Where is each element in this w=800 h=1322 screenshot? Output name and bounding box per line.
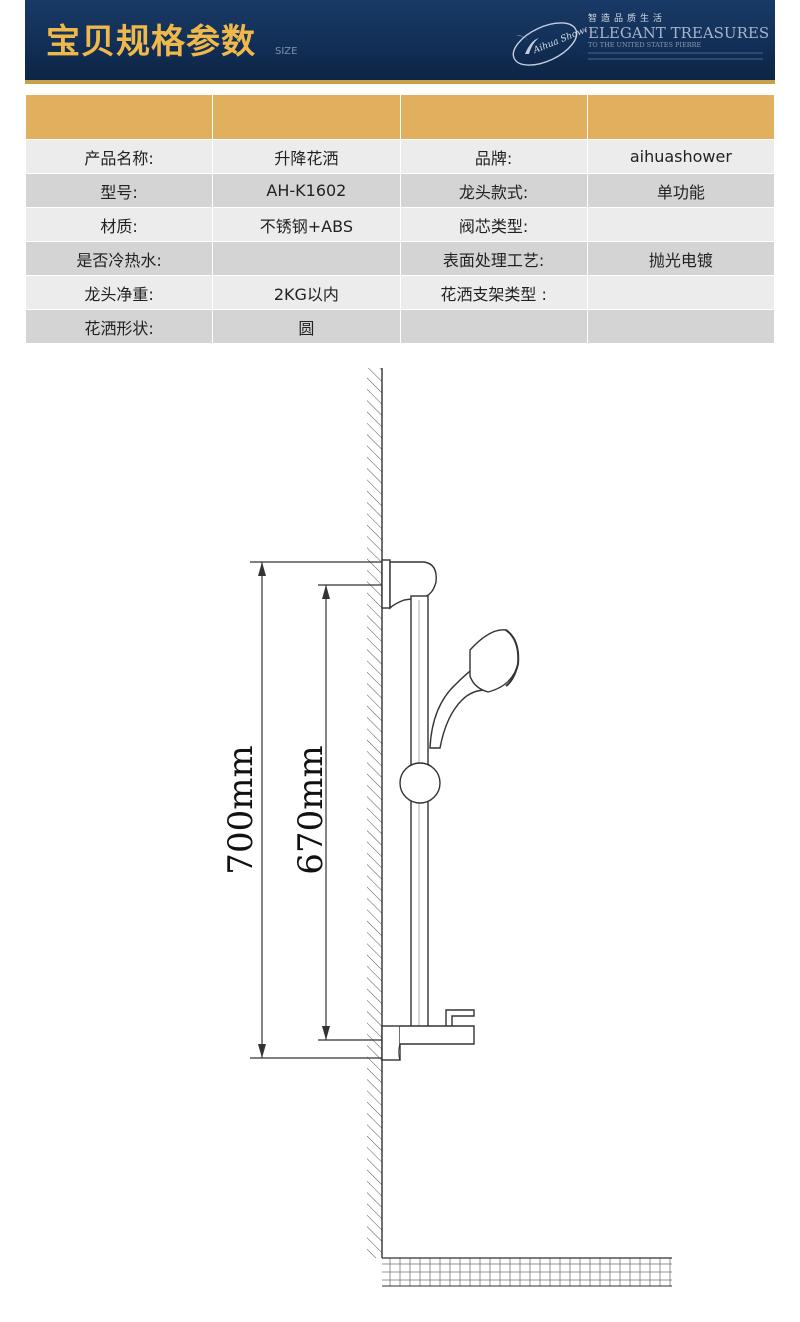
spec-value (586, 207, 776, 242)
spec-label: 型号: (24, 173, 214, 208)
dimension-lines (250, 561, 382, 1059)
spec-value (586, 275, 776, 310)
spec-value: 2KG以内 (212, 275, 401, 310)
spec-value (212, 241, 401, 276)
floor (382, 1257, 672, 1287)
spec-value: 圆 (212, 309, 401, 344)
page-title: 宝贝规格参数 (46, 22, 256, 62)
spec-value (586, 309, 776, 344)
spec-label (399, 309, 588, 344)
dimension-arrows (258, 562, 330, 1058)
slide-bar (410, 595, 429, 1031)
banner-underline (25, 80, 775, 84)
brand-slogan-sub: TO THE UNITED STATES PIERRE (588, 41, 702, 49)
spec-value: 抛光电镀 (586, 241, 776, 276)
table-row: 材质: 不锈钢+ABS 阀芯类型: (24, 207, 776, 242)
dimension-670-label: 670mm (291, 745, 331, 874)
spec-label: 是否冷热水: (24, 241, 214, 276)
spec-value: aihuashower (586, 139, 776, 174)
spec-value: 不锈钢+ABS (212, 207, 401, 242)
bottom-bracket (381, 1009, 475, 1061)
spec-label: 材质: (24, 207, 214, 242)
brand-slogan-en: ELEGANT TREASURES (588, 24, 770, 42)
spec-value: 升降花洒 (212, 139, 401, 174)
spec-label: 品牌: (399, 139, 588, 174)
spec-label: 产品名称: (24, 139, 214, 174)
spec-table: 产品名称: 升降花洒 品牌: aihuashower 型号: AH-K1602 … (24, 94, 776, 344)
spec-label: 阀芯类型: (399, 207, 588, 242)
table-row: 是否冷热水: 表面处理工艺: 抛光电镀 (24, 241, 776, 276)
spec-label: 龙头款式: (399, 173, 588, 208)
spec-label: 花洒支架类型 : (399, 275, 588, 310)
header-cell (586, 94, 776, 140)
table-row: 龙头净重: 2KG以内 花洒支架类型 : (24, 275, 776, 310)
brand-slogan-cn: 智造品质生活 (588, 14, 667, 24)
wall (367, 368, 383, 1258)
spec-value: 单功能 (586, 173, 776, 208)
header-cell (212, 94, 401, 140)
spec-table-header (24, 94, 776, 140)
header-cell (24, 94, 214, 140)
slider-knob (399, 762, 441, 804)
spec-value: AH-K1602 (212, 173, 401, 208)
table-row: 型号: AH-K1602 龙头款式: 单功能 (24, 173, 776, 208)
spec-label: 表面处理工艺: (399, 241, 588, 276)
table-row: 花洒形状: 圆 (24, 309, 776, 344)
brand-logo: Aihua Shower (512, 22, 587, 66)
spec-label: 龙头净重: (24, 275, 214, 310)
page-subtitle: SIZE (275, 46, 298, 57)
dimension-drawing: 700mm 670mm (221, 368, 672, 1287)
table-row: 产品名称: 升降花洒 品牌: aihuashower (24, 139, 776, 174)
spec-label: 花洒形状: (24, 309, 214, 344)
header-banner: 宝贝规格参数 SIZE Aihua Shower 智造品质生活 ELEGANT … (25, 0, 775, 80)
shower-head (429, 629, 520, 749)
dimension-700-label: 700mm (221, 745, 261, 874)
brand-decor-lines (588, 52, 763, 64)
header-cell (399, 94, 588, 140)
